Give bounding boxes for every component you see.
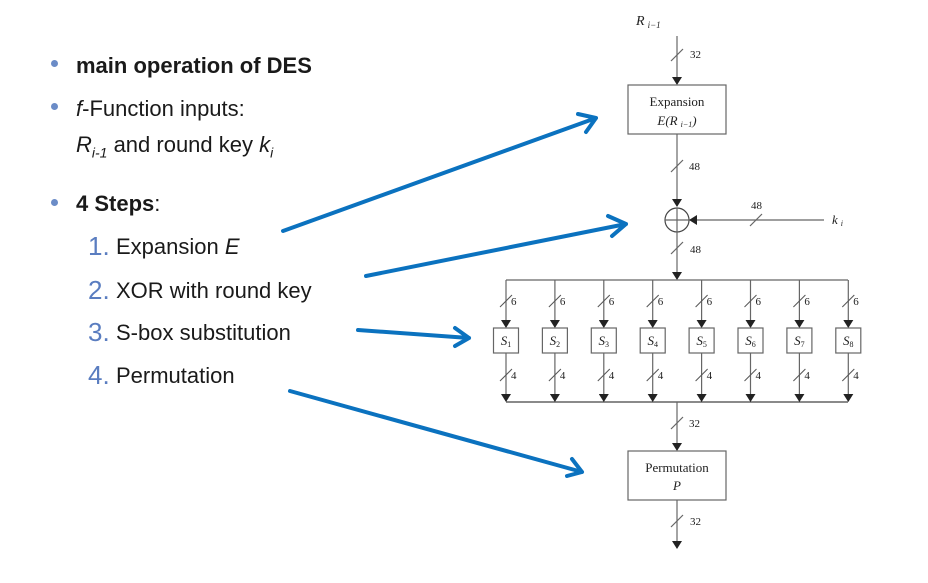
expansion-title: Expansion xyxy=(650,94,705,109)
step-label: XOR with round key xyxy=(116,278,312,303)
k-subscript: i xyxy=(270,144,274,161)
permutation-formula: P xyxy=(672,478,681,493)
inputs-text: and round key xyxy=(107,132,260,157)
width-tick xyxy=(670,159,684,173)
bullet-f-function: f-Function inputs: xyxy=(76,98,245,120)
bullet-main-operation: main operation of DES xyxy=(76,53,312,78)
bullet-dot xyxy=(51,60,58,67)
step-number: 4. xyxy=(88,360,110,390)
step-label: Expansion E xyxy=(116,236,240,258)
width-tick xyxy=(646,368,660,382)
expansion-width-label: 48 xyxy=(689,161,701,173)
sbox-output-width: 4 xyxy=(707,370,713,382)
bullet-dot xyxy=(51,103,58,110)
arrow-xor xyxy=(364,214,628,278)
permutation-title: Permutation xyxy=(645,460,709,475)
sbox-input-width: 6 xyxy=(609,296,615,308)
width-tick xyxy=(744,294,757,308)
sbox-output-width: 4 xyxy=(658,370,664,382)
width-tick xyxy=(670,48,684,62)
sbox-output-width: 4 xyxy=(804,370,810,382)
sbox-input-width: 6 xyxy=(707,296,713,308)
width-tick xyxy=(548,294,562,308)
width-tick xyxy=(670,416,684,430)
k-symbol: k xyxy=(259,132,271,157)
f-symbol: f xyxy=(76,96,83,121)
sbox-output-width: 4 xyxy=(853,370,859,382)
bullet-4-steps: 4 Steps: xyxy=(76,193,160,215)
input-width-label: 32 xyxy=(690,49,701,61)
sbox-input-width: 6 xyxy=(560,296,566,308)
width-tick xyxy=(695,368,708,382)
step-symbol: E xyxy=(224,234,240,259)
sbox-output-width: 4 xyxy=(756,370,762,382)
sbox-output-width: 4 xyxy=(511,370,517,382)
sbox-input-width: 6 xyxy=(804,296,810,308)
sbox-label: S3 xyxy=(599,333,610,349)
width-tick xyxy=(749,213,763,227)
sbox-input-width: 6 xyxy=(853,296,859,308)
steps-colon: : xyxy=(154,191,161,216)
xor-width-label: 48 xyxy=(690,244,702,256)
merge-width-label: 32 xyxy=(689,418,700,430)
sbox-output-width: 4 xyxy=(609,370,615,382)
sbox-2 xyxy=(541,327,569,354)
sbox-8 xyxy=(835,327,862,354)
width-tick xyxy=(841,368,855,382)
sbox-output-width: 4 xyxy=(560,370,566,382)
width-tick xyxy=(548,368,562,382)
width-tick xyxy=(744,368,757,382)
sbox-input-width: 6 xyxy=(756,296,762,308)
f-function-inputs: Ri-1 and round key ki xyxy=(76,132,274,161)
sbox-label: S6 xyxy=(745,333,756,349)
width-tick xyxy=(670,514,684,528)
width-tick xyxy=(793,368,806,382)
sbox-label: S2 xyxy=(550,333,561,349)
arrow-permutation xyxy=(288,389,584,478)
r-subscript: i-1 xyxy=(91,144,108,161)
step-number: 3. xyxy=(88,317,110,347)
width-tick xyxy=(499,294,513,308)
sbox-3 xyxy=(590,327,617,354)
key-width-label: 48 xyxy=(751,200,763,212)
step-number: 1. xyxy=(88,231,110,261)
bullet-dot xyxy=(51,199,58,206)
expansion-box xyxy=(627,84,727,135)
sbox-label: S5 xyxy=(696,333,707,349)
steps-heading: 4 Steps xyxy=(76,191,155,216)
sbox-label: S1 xyxy=(501,333,512,349)
sbox-label: S7 xyxy=(794,333,805,349)
r-symbol: R xyxy=(76,132,92,157)
width-tick xyxy=(841,294,855,308)
output-width-label: 32 xyxy=(690,516,701,528)
sbox-4 xyxy=(639,327,666,354)
width-tick xyxy=(695,294,708,308)
arrow-sbox xyxy=(356,326,471,348)
sbox-label: S4 xyxy=(647,333,658,349)
width-tick xyxy=(670,241,684,255)
arrow-expansion xyxy=(281,112,598,233)
width-tick xyxy=(793,294,806,308)
step-number: 2. xyxy=(88,275,110,305)
sbox-input-width: 6 xyxy=(511,296,517,308)
sbox-1 xyxy=(492,327,520,354)
step-text: Expansion xyxy=(116,234,225,259)
sbox-input-width: 6 xyxy=(658,296,664,308)
step-label: Permutation xyxy=(116,363,235,388)
step-label: S-box substitution xyxy=(116,320,291,345)
width-tick xyxy=(597,368,611,382)
sbox-label: S8 xyxy=(843,333,854,349)
f-function-text: -Function inputs: xyxy=(82,96,245,121)
width-tick xyxy=(646,294,660,308)
width-tick xyxy=(597,294,611,308)
width-tick xyxy=(499,368,513,382)
